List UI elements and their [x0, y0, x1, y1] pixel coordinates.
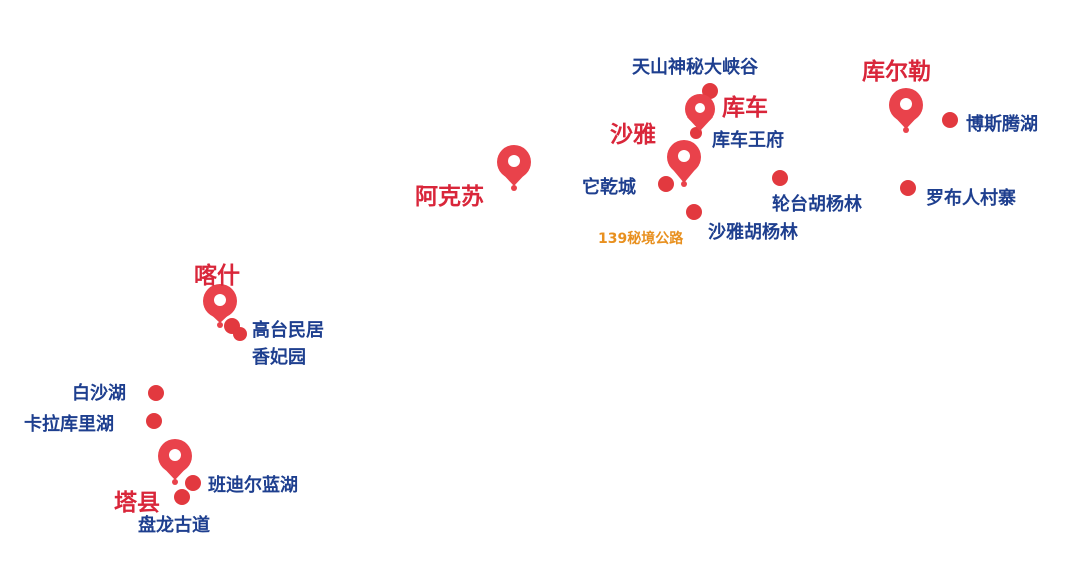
main-route-line — [156, 118, 950, 490]
spot-label-bandi: 班迪尔蓝湖 — [208, 475, 298, 496]
pin-korla[interactable] — [889, 88, 923, 133]
city-pins — [158, 88, 923, 485]
spot-label-luntai: 轮台胡杨林 — [772, 194, 862, 215]
city-label-kashgar: 喀什 — [194, 263, 240, 289]
spot-dot-tuoganc[interactable] — [658, 176, 674, 192]
pin-kashgar[interactable] — [203, 284, 237, 328]
city-label-kuqa: 库车 — [722, 95, 768, 121]
spot-dot-bandi[interactable] — [185, 475, 201, 491]
pin-shaya[interactable] — [667, 140, 701, 187]
pin-taxian[interactable] — [158, 439, 192, 485]
spot-dot-karakul[interactable] — [146, 413, 162, 429]
spot-dots — [146, 83, 958, 505]
city-label-taxian: 塔县 — [114, 490, 160, 516]
spot-dot-xiangfei[interactable] — [233, 327, 247, 341]
spot-label-shaya-forest: 沙雅胡杨林 — [708, 222, 798, 243]
route-lines — [156, 90, 950, 496]
spot-dot-baisha[interactable] — [148, 385, 164, 401]
pin-aksu[interactable] — [497, 145, 531, 191]
spot-dot-lop[interactable] — [900, 180, 916, 196]
spot-label-lop: 罗布人村寨 — [926, 188, 1016, 209]
spot-label-karakul: 卡拉库里湖 — [24, 414, 114, 435]
spot-label-tianshan: 天山神秘大峡谷 — [632, 57, 758, 78]
spot-label-gaotai: 高台民居 — [252, 320, 324, 341]
branch-line — [910, 130, 920, 188]
spot-dot-bosten[interactable] — [942, 112, 958, 128]
spot-dot-luntai[interactable] — [772, 170, 788, 186]
spot-dot-panlong[interactable] — [174, 489, 190, 505]
spot-label-panlong: 盘龙古道 — [138, 515, 210, 536]
spot-label-xiangfei: 香妃园 — [252, 347, 306, 368]
spot-label-tuoganc: 它乾城 — [582, 177, 636, 198]
road-label-139: 139秘境公路 — [598, 231, 684, 247]
city-label-korla: 库尔勒 — [862, 59, 931, 85]
spot-dot-kuqa-palace[interactable] — [690, 127, 702, 139]
spot-label-bosten: 博斯腾湖 — [966, 114, 1038, 135]
spot-dot-shaya-forest[interactable] — [686, 204, 702, 220]
spot-dot-tianshan[interactable] — [702, 83, 718, 99]
city-label-shaya: 沙雅 — [610, 122, 656, 148]
city-label-aksu: 阿克苏 — [415, 184, 484, 210]
spot-label-kuqa-palace: 库车王府 — [712, 130, 784, 151]
spot-label-baisha: 白沙湖 — [72, 383, 126, 404]
pin-kuqa[interactable] — [685, 94, 715, 131]
